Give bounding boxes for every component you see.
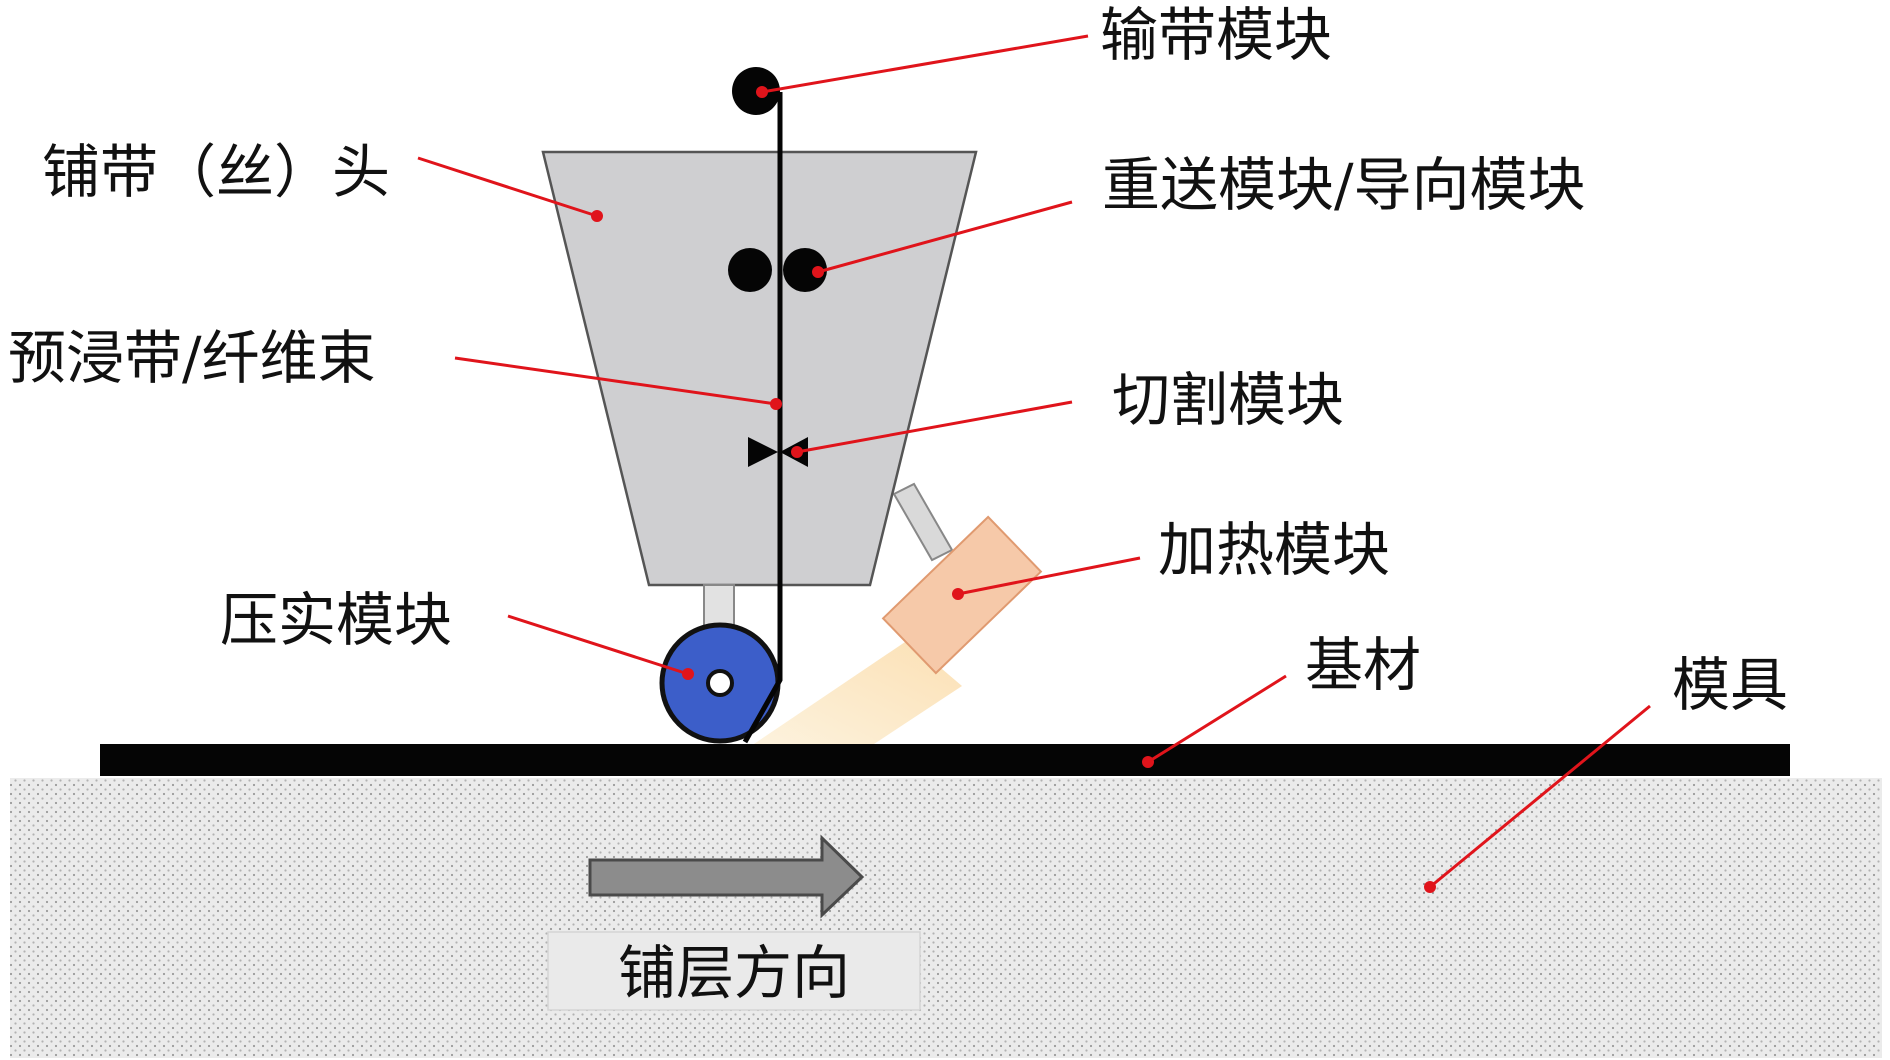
- prepreg-tape-label: 预浸带/纤维束: [8, 324, 376, 392]
- placement-head-leader: [417, 156, 598, 218]
- prepreg-tape-leader: [454, 356, 777, 406]
- cutting-module-leader: [796, 400, 1073, 454]
- layup-direction-arrow: [588, 834, 865, 919]
- prepreg-tape-path: [742, 92, 783, 744]
- cutting-module-label: 切割模块: [1112, 366, 1344, 434]
- compaction-module-label: 压实模块: [220, 586, 452, 654]
- substrate-leader: [1147, 674, 1287, 764]
- roller-support: [703, 584, 735, 630]
- cutting-module-leader-dot: [791, 446, 803, 458]
- prepreg-tape-leader-dot: [770, 398, 782, 410]
- layup-direction-box: [547, 931, 921, 1011]
- refeed-guide-leader-dot: [812, 266, 824, 278]
- refeed-roller-left: [728, 248, 772, 292]
- refeed-roller-right: [783, 248, 827, 292]
- compaction-module-leader-dot: [682, 668, 694, 680]
- refeed-guide-module-label: 重送模块/导向模块: [1102, 151, 1586, 219]
- heating-module-leader-dot: [952, 588, 964, 600]
- layup-direction-label: 铺层方向: [618, 939, 850, 1007]
- compaction-module-leader: [507, 614, 689, 676]
- heater-support-arm: [892, 482, 954, 562]
- cutter-blade-left: [748, 437, 778, 467]
- refeed-guide-leader: [817, 200, 1073, 274]
- tape-feed-leader-dot: [756, 86, 768, 98]
- placement-head-label: 铺带（丝）头: [42, 138, 390, 206]
- mold-leader-dot: [1424, 881, 1436, 893]
- mold-block: [10, 778, 1882, 1058]
- tape-feed-module-label: 输带模块: [1100, 1, 1332, 69]
- substrate-layer: [100, 744, 1790, 776]
- heating-beam: [748, 640, 962, 748]
- tape-feed-leader: [761, 34, 1089, 94]
- mold-leader: [1429, 704, 1651, 889]
- placement-head-leader-dot: [591, 210, 603, 222]
- heating-module-label: 加热模块: [1158, 516, 1390, 584]
- roller-axle: [706, 669, 734, 697]
- heating-module-leader: [957, 556, 1141, 596]
- placement-head-housing: [541, 150, 978, 587]
- mold-label: 模具: [1672, 651, 1788, 719]
- substrate-label: 基材: [1305, 631, 1421, 699]
- substrate-leader-dot: [1142, 756, 1154, 768]
- tape-feed-roller: [732, 67, 780, 115]
